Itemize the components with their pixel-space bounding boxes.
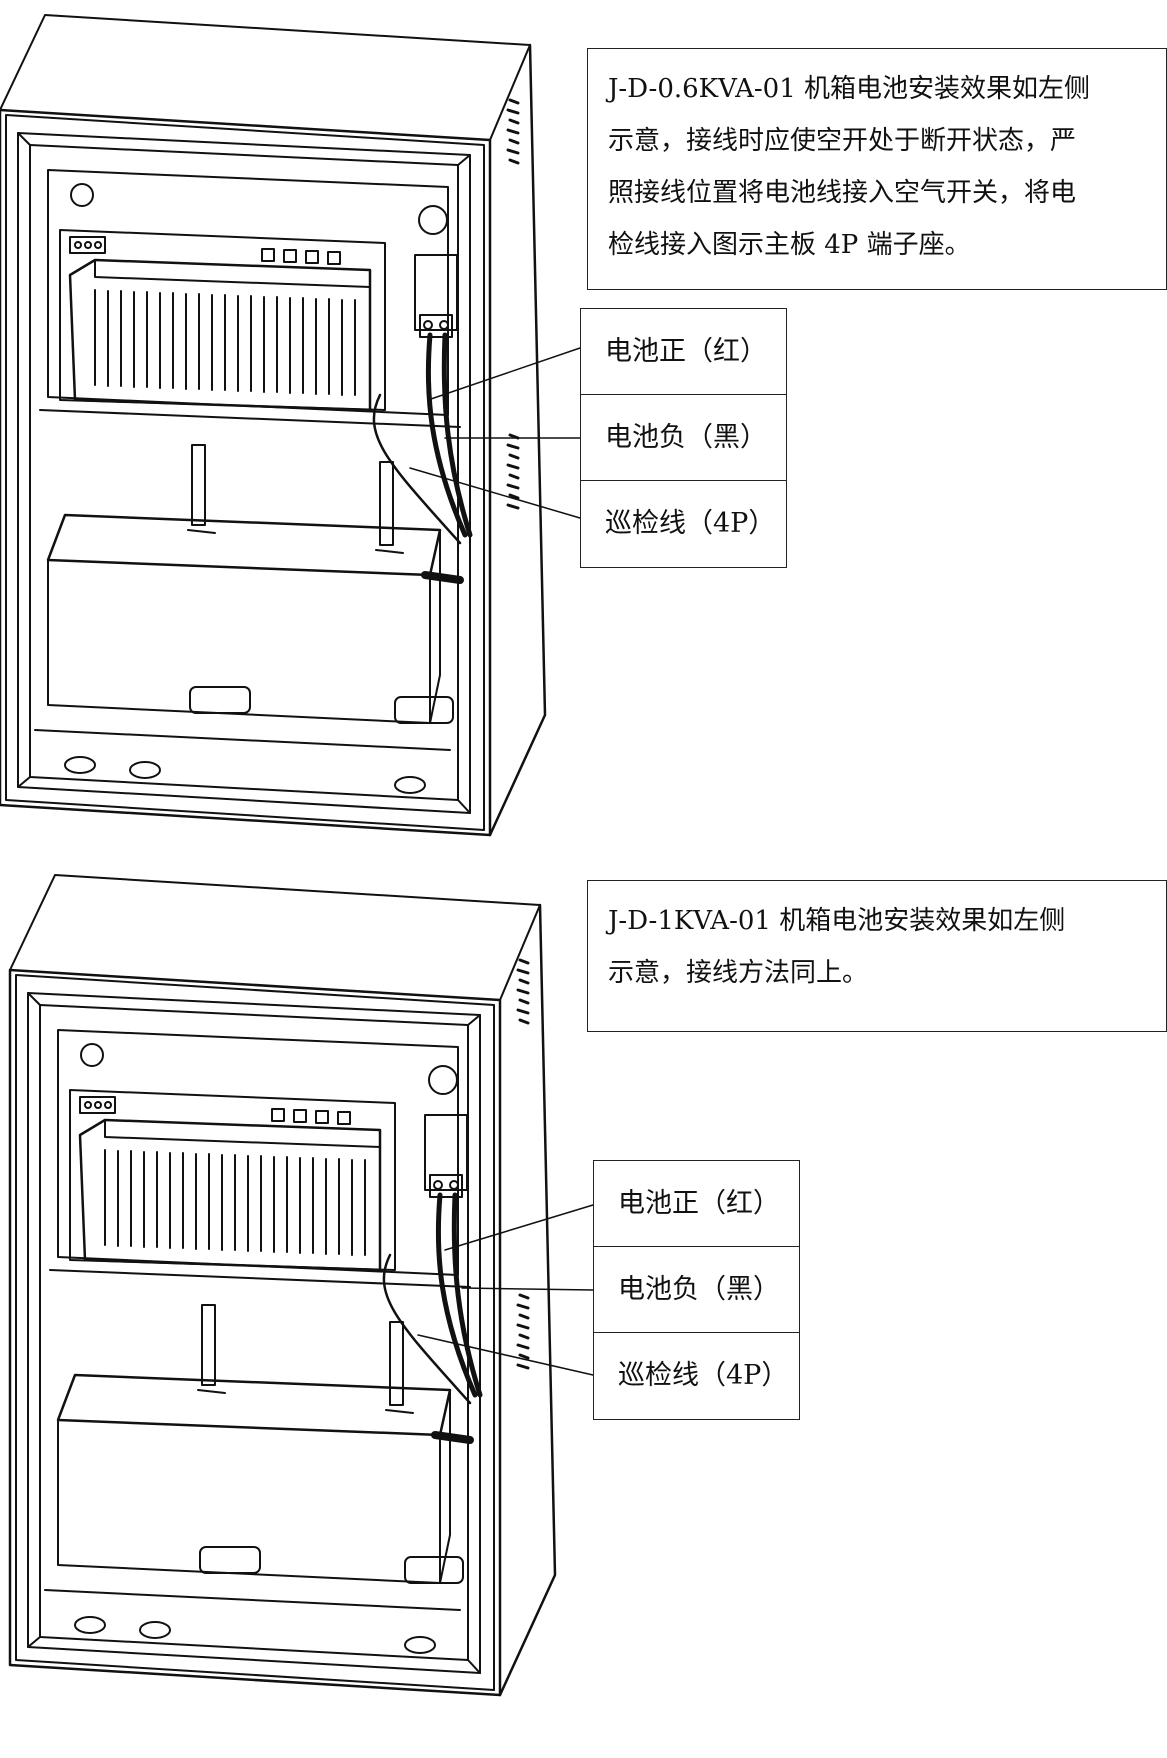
note-bottom-line-1: J-D-1KVA-01 机箱电池安装效果如左侧 [608,906,1066,936]
note-top-line-1: J-D-0.6KVA-01 机箱电池安装效果如左侧 [608,74,1091,104]
note-bottom: J-D-1KVA-01 机箱电池安装效果如左侧 示意，接线方法同上。 [587,880,1167,1032]
callout-legend-bottom: 电池正（红） 电池负（黑） 巡检线（4P） [593,1160,800,1420]
callout-legend-top: 电池正（红） 电池负（黑） 巡检线（4P） [580,308,787,568]
callout-battery-negative: 电池负（黑） [594,1247,799,1333]
callout-battery-positive: 电池正（红） [581,309,786,395]
callout-inspection-wire: 巡检线（4P） [605,508,776,539]
cabinet-bottom-drawing [10,875,594,1695]
note-top-line-4: 检线接入图示主板 4P 端子座。 [608,230,971,260]
cabinet-top-drawing [0,15,581,835]
note-top-line-3: 照接线位置将电池线接入空气开关，将电 [608,178,1077,208]
callout-inspection-wire: 巡检线（4P） [618,1360,789,1391]
note-top-line-2: 示意，接线时应使空开处于断开状态，严 [608,126,1077,156]
note-top: J-D-0.6KVA-01 机箱电池安装效果如左侧 示意，接线时应使空开处于断开… [587,48,1167,290]
note-bottom-line-2: 示意，接线方法同上。 [608,958,869,988]
callout-battery-negative: 电池负（黑） [581,395,786,481]
callout-battery-positive: 电池正（红） [594,1161,799,1247]
